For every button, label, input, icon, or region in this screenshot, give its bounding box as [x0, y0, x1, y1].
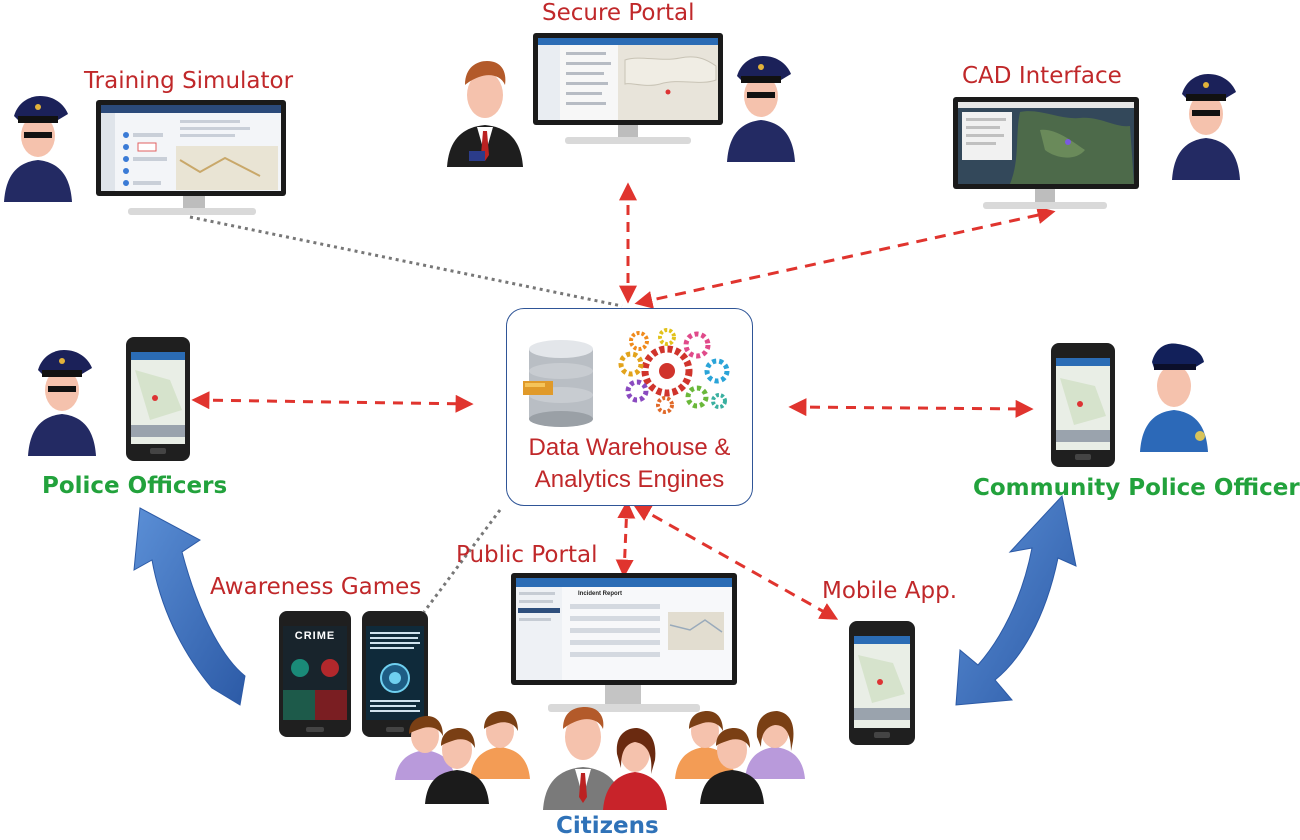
- officer-training: [4, 96, 72, 202]
- officer-cad: [1172, 74, 1240, 180]
- link-community-police: [788, 398, 1034, 418]
- awareness-game-phone-2: [362, 611, 428, 737]
- link-cad-interface: [634, 206, 1056, 309]
- awareness-games-label: Awareness Games: [210, 574, 422, 600]
- mobile-app-label: Mobile App.: [822, 578, 958, 604]
- hub-label-line1: Data Warehouse &: [528, 434, 731, 461]
- training-simulator-label: Training Simulator: [84, 68, 294, 94]
- data-warehouse-hub: Data Warehouse & Analytics Engines: [506, 308, 753, 506]
- hub-illustration: [523, 328, 735, 427]
- citizens-label: Citizens: [556, 813, 659, 839]
- cad-interface-monitor: [953, 97, 1139, 209]
- crime-game-title: CRIME: [294, 630, 336, 642]
- mobile-app-phone: [849, 621, 915, 745]
- community-officers-phone: [1051, 343, 1115, 467]
- awareness-game-phone-1: [279, 611, 351, 737]
- public-portal-label: Public Portal: [456, 542, 598, 568]
- training-simulator-monitor: [96, 100, 286, 215]
- community-police-officers-label: Community Police Officers: [973, 475, 1300, 501]
- business-man: [447, 61, 523, 167]
- cad-interface-label: CAD Interface: [962, 63, 1122, 89]
- hub-label-line2: Analytics Engines: [534, 466, 725, 493]
- officer-secure-portal: [727, 56, 795, 162]
- incident-report-title: Incident Report: [578, 591, 623, 597]
- link-mobile-app: [632, 504, 839, 620]
- brain-gears-icon: [616, 328, 735, 418]
- link-police-officers: [191, 391, 474, 413]
- big-arrow-left: [133, 507, 246, 706]
- link-public-portal: [615, 500, 636, 578]
- database-icon: [523, 340, 593, 427]
- secure-portal-monitor: [533, 33, 723, 144]
- secure-portal-label: Secure Portal: [542, 0, 695, 26]
- police-officers-label: Police Officers: [42, 473, 228, 499]
- officer-community: [1140, 343, 1208, 452]
- big-arrow-right: [955, 494, 1077, 706]
- police-officers-phone: [126, 337, 190, 461]
- citizens-group: [395, 707, 805, 810]
- officer-police: [28, 350, 96, 456]
- link-awareness-games: [422, 509, 502, 613]
- public-portal-monitor: [511, 573, 737, 712]
